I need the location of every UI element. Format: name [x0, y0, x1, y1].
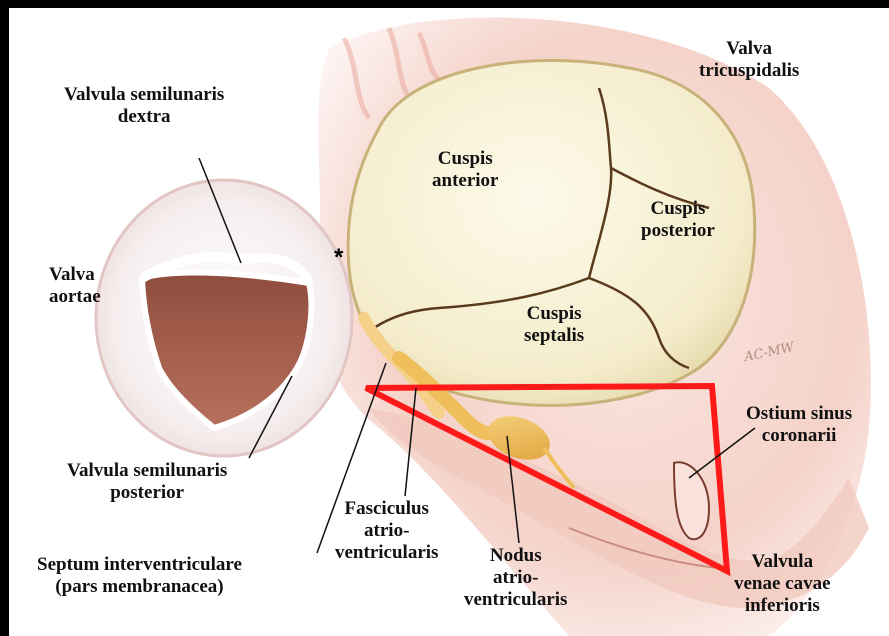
asterisk-marker: * — [334, 244, 343, 272]
label-septum-interventriculare: Septum interventriculare(pars membranace… — [37, 554, 242, 598]
